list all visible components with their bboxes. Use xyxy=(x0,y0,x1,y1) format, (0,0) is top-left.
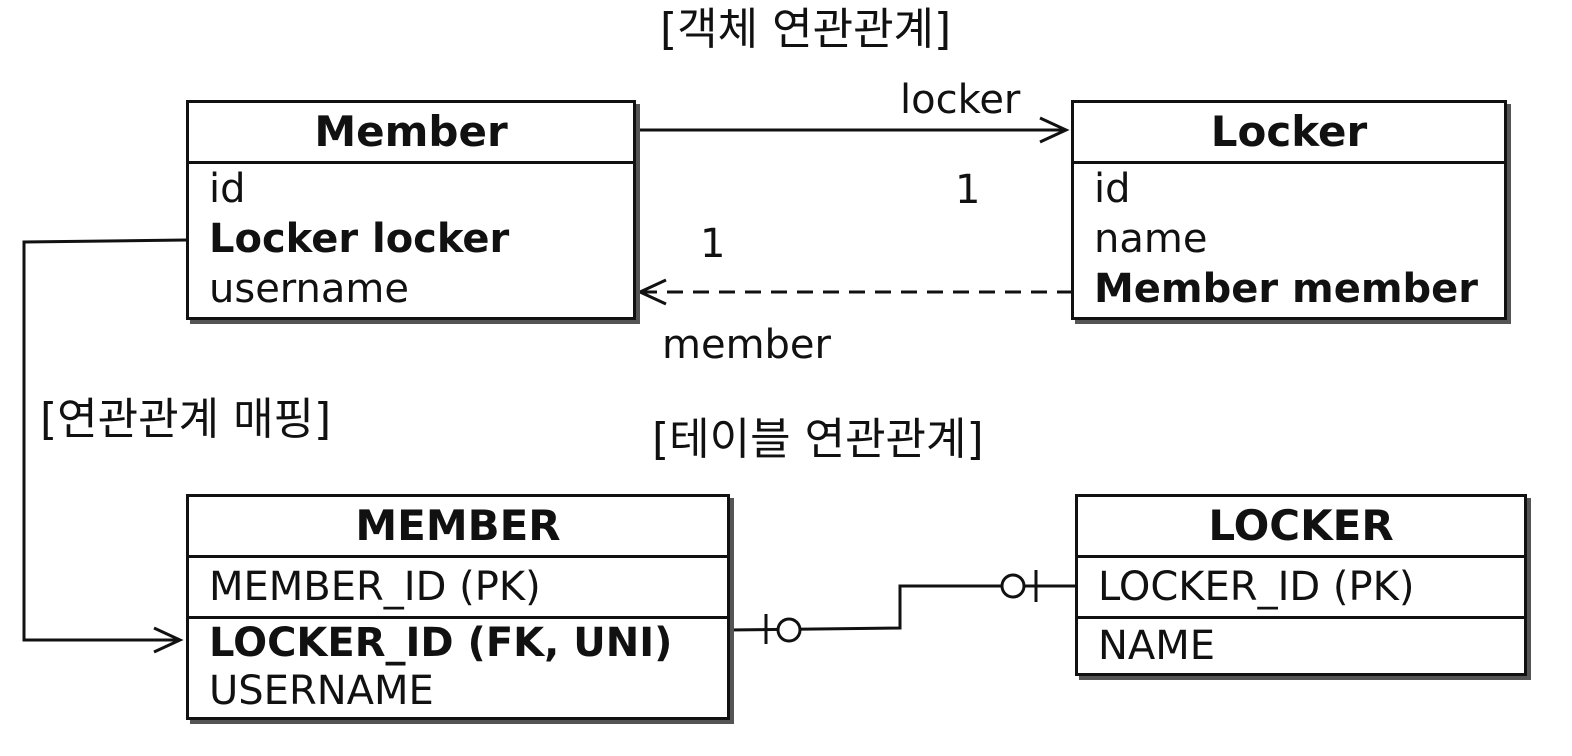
locker-table-name-col: NAME xyxy=(1078,616,1524,673)
locker-field-member: Member member xyxy=(1094,266,1479,312)
locker-class-box: Locker id name Member member xyxy=(1071,100,1507,320)
member-field-locker: Locker locker xyxy=(209,216,510,262)
multiplicity-member: 1 xyxy=(700,221,726,267)
member-table-box: MEMBER MEMBER_ID (PK) LOCKER_ID (FK, UNI… xyxy=(186,494,730,720)
mapping-title: [연관관계 매핑] xyxy=(40,394,332,445)
locker-table-name: LOCKER xyxy=(1078,497,1524,558)
multiplicity-locker: 1 xyxy=(955,167,981,213)
locker-field-name: name xyxy=(1094,216,1208,262)
member-table-username: USERNAME xyxy=(209,668,434,714)
object-relation-title: [객체 연관관계] xyxy=(660,4,952,55)
member-table-fk: LOCKER_ID (FK, UNI) xyxy=(189,616,727,667)
member-table-pk: MEMBER_ID (PK) xyxy=(209,564,541,610)
member-field-id: id xyxy=(209,166,246,212)
assoc-locker-label: locker xyxy=(900,77,1021,123)
member-table-name: MEMBER xyxy=(189,497,727,558)
locker-table-pk: LOCKER_ID (PK) xyxy=(1098,564,1415,610)
locker-field-id: id xyxy=(1094,166,1131,212)
member-class-name: Member xyxy=(189,103,633,164)
member-field-username: username xyxy=(209,266,409,312)
member-class-box: Member id Locker locker username xyxy=(186,100,636,320)
locker-table-box: LOCKER LOCKER_ID (PK) NAME xyxy=(1075,494,1527,676)
locker-class-name: Locker xyxy=(1074,103,1504,164)
assoc-member-label: member xyxy=(662,322,831,368)
table-relation-title: [테이블 연관관계] xyxy=(652,414,984,465)
